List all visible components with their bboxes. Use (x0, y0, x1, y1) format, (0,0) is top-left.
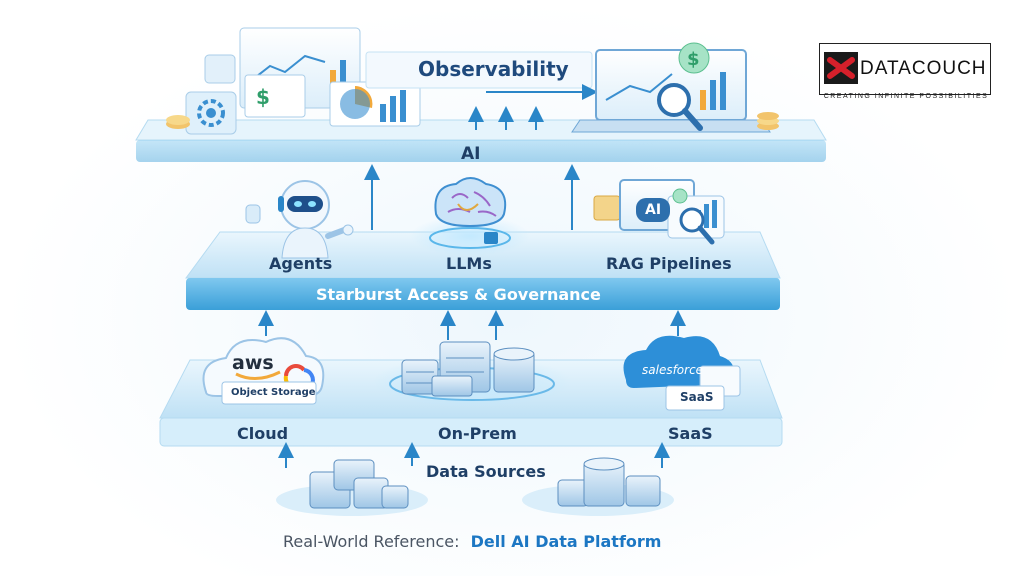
logo-wordmark: DATACOUCH (860, 58, 987, 80)
agents-label: Agents (269, 254, 332, 273)
on-prem-servers-illustration (372, 342, 572, 408)
saas-card-label: SaaS (680, 390, 713, 404)
llms-label: LLMs (446, 254, 492, 273)
arrows-to-governance (266, 318, 678, 340)
salesforce-logo-text: salesforce (642, 363, 703, 377)
llm-brain-illustration (410, 178, 530, 256)
datacouch-logo: DATACOUCH (819, 43, 991, 95)
footer-prefix: Real-World Reference: (283, 532, 460, 551)
governance-label: Starburst Access & Governance (316, 285, 601, 304)
on-prem-label: On-Prem (438, 424, 517, 443)
ai-badge: AI (645, 202, 661, 218)
data-source-servers-left (276, 460, 428, 516)
rag-pipelines-label: RAG Pipelines (606, 254, 732, 273)
observability-label: Observability (418, 57, 569, 81)
saas-label: SaaS (668, 424, 713, 443)
svg-text:$: $ (256, 85, 270, 109)
logo-word-data: DATA (860, 58, 912, 79)
cloud-label: Cloud (237, 424, 288, 443)
object-storage-label: Object Storage (231, 387, 316, 398)
logo-tagline: CREATING INFINITE POSSIBILITIES (822, 93, 990, 100)
footer-reference: Real-World Reference: Dell AI Data Platf… (283, 532, 661, 551)
data-sources-label: Data Sources (426, 462, 546, 481)
logo-word-couch: COUCH (912, 58, 987, 79)
monitoring-laptop-illustration: $ (572, 43, 779, 132)
aws-logo-text: aws (232, 352, 274, 374)
footer-highlight: Dell AI Data Platform (471, 532, 662, 551)
logo-x-icon (824, 52, 858, 84)
ai-tier-label: AI (461, 144, 480, 164)
logo-mark (824, 52, 858, 84)
svg-text:$: $ (687, 49, 700, 70)
